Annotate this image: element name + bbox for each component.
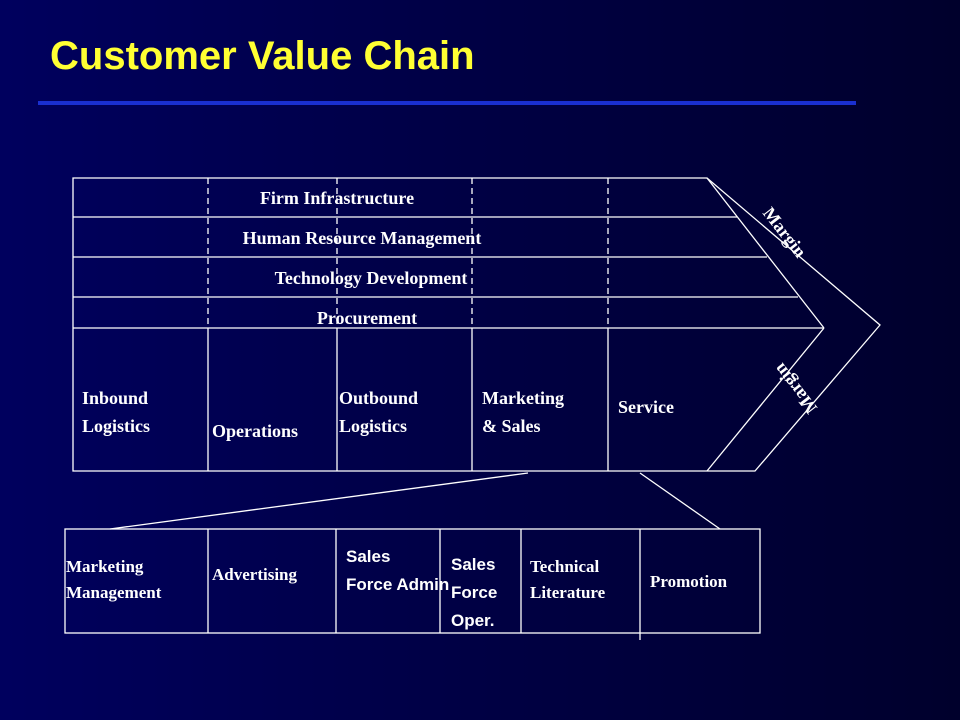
label-technical-literature: Technical Literature <box>530 557 606 602</box>
label-outbound-logistics: Outbound Logistics <box>339 388 423 436</box>
connector-left <box>109 472 529 530</box>
margin-divider-bottom <box>706 327 825 472</box>
connector-right <box>639 472 721 530</box>
value-chain-outline <box>72 177 881 472</box>
label-technology-development: Technology Development <box>275 268 468 288</box>
label-firm-infrastructure: Firm Infrastructure <box>260 188 414 208</box>
label-inbound-logistics: Inbound Logistics <box>82 388 153 436</box>
label-sales-force-admin: Sales Force Admin <box>346 547 449 594</box>
label-service: Service <box>618 397 674 417</box>
label-promotion: Promotion <box>650 572 728 591</box>
label-marketing-management: Marketing Management <box>66 557 162 602</box>
label-margin-top: Margin <box>759 203 810 261</box>
slide-title: Customer Value Chain <box>50 34 475 78</box>
title-underline <box>38 101 856 105</box>
label-margin-bottom: Margin <box>770 360 821 418</box>
label-advertising: Advertising <box>212 565 298 584</box>
label-human-resource-management: Human Resource Management <box>243 228 482 248</box>
label-sales-force-oper: Sales Force Oper. <box>451 555 502 630</box>
margin-divider-top <box>706 177 825 329</box>
label-marketing-sales: Marketing & Sales <box>482 388 568 436</box>
label-operations: Operations <box>212 421 298 441</box>
label-procurement: Procurement <box>317 308 417 328</box>
marketing-breakdown-box <box>64 528 761 634</box>
